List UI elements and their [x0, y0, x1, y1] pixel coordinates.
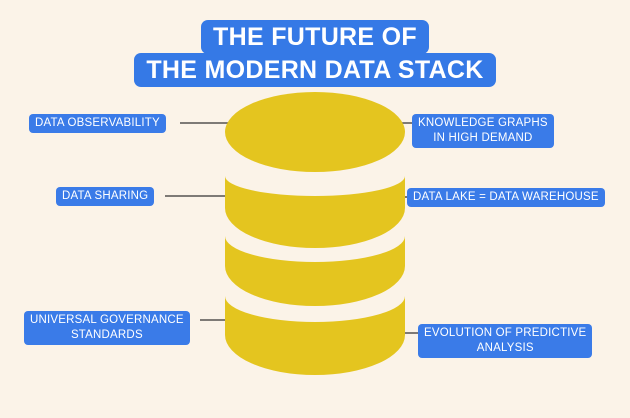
label-knowledge-graphs-line-1: KNOWLEDGE GRAPHS — [418, 117, 548, 129]
label-data-sharing-text: DATA SHARING — [62, 190, 149, 202]
db-band-3 — [225, 296, 405, 375]
label-predictive-analysis-line-2: ANALYSIS — [476, 342, 534, 354]
label-knowledge-graphs-line-2: IN HIGH DEMAND — [433, 132, 533, 144]
label-data-sharing: DATA SHARING — [56, 187, 155, 206]
label-universal-governance-line-1: UNIVERSAL GOVERNANCE — [30, 314, 184, 326]
label-universal-governance-line-2: STANDARDS — [70, 329, 143, 341]
db-band-1 — [225, 176, 405, 248]
label-data-observability: DATA OBSERVABILITY — [29, 114, 166, 133]
label-data-lake-text: DATA LAKE = DATA WAREHOUSE — [413, 191, 599, 203]
label-data-observability-text: DATA OBSERVABILITY — [35, 117, 160, 129]
label-predictive-analysis: EVOLUTION OF PREDICTIVE ANALYSIS — [418, 324, 593, 358]
label-data-lake: DATA LAKE = DATA WAREHOUSE — [407, 188, 605, 207]
label-universal-governance: UNIVERSAL GOVERNANCE STANDARDS — [24, 311, 190, 345]
db-top-disk — [225, 92, 405, 172]
label-predictive-analysis-line-1: EVOLUTION OF PREDICTIVE — [424, 327, 587, 339]
database-stack — [225, 92, 405, 375]
db-band-2 — [225, 236, 405, 306]
label-knowledge-graphs: KNOWLEDGE GRAPHS IN HIGH DEMAND — [412, 114, 554, 148]
